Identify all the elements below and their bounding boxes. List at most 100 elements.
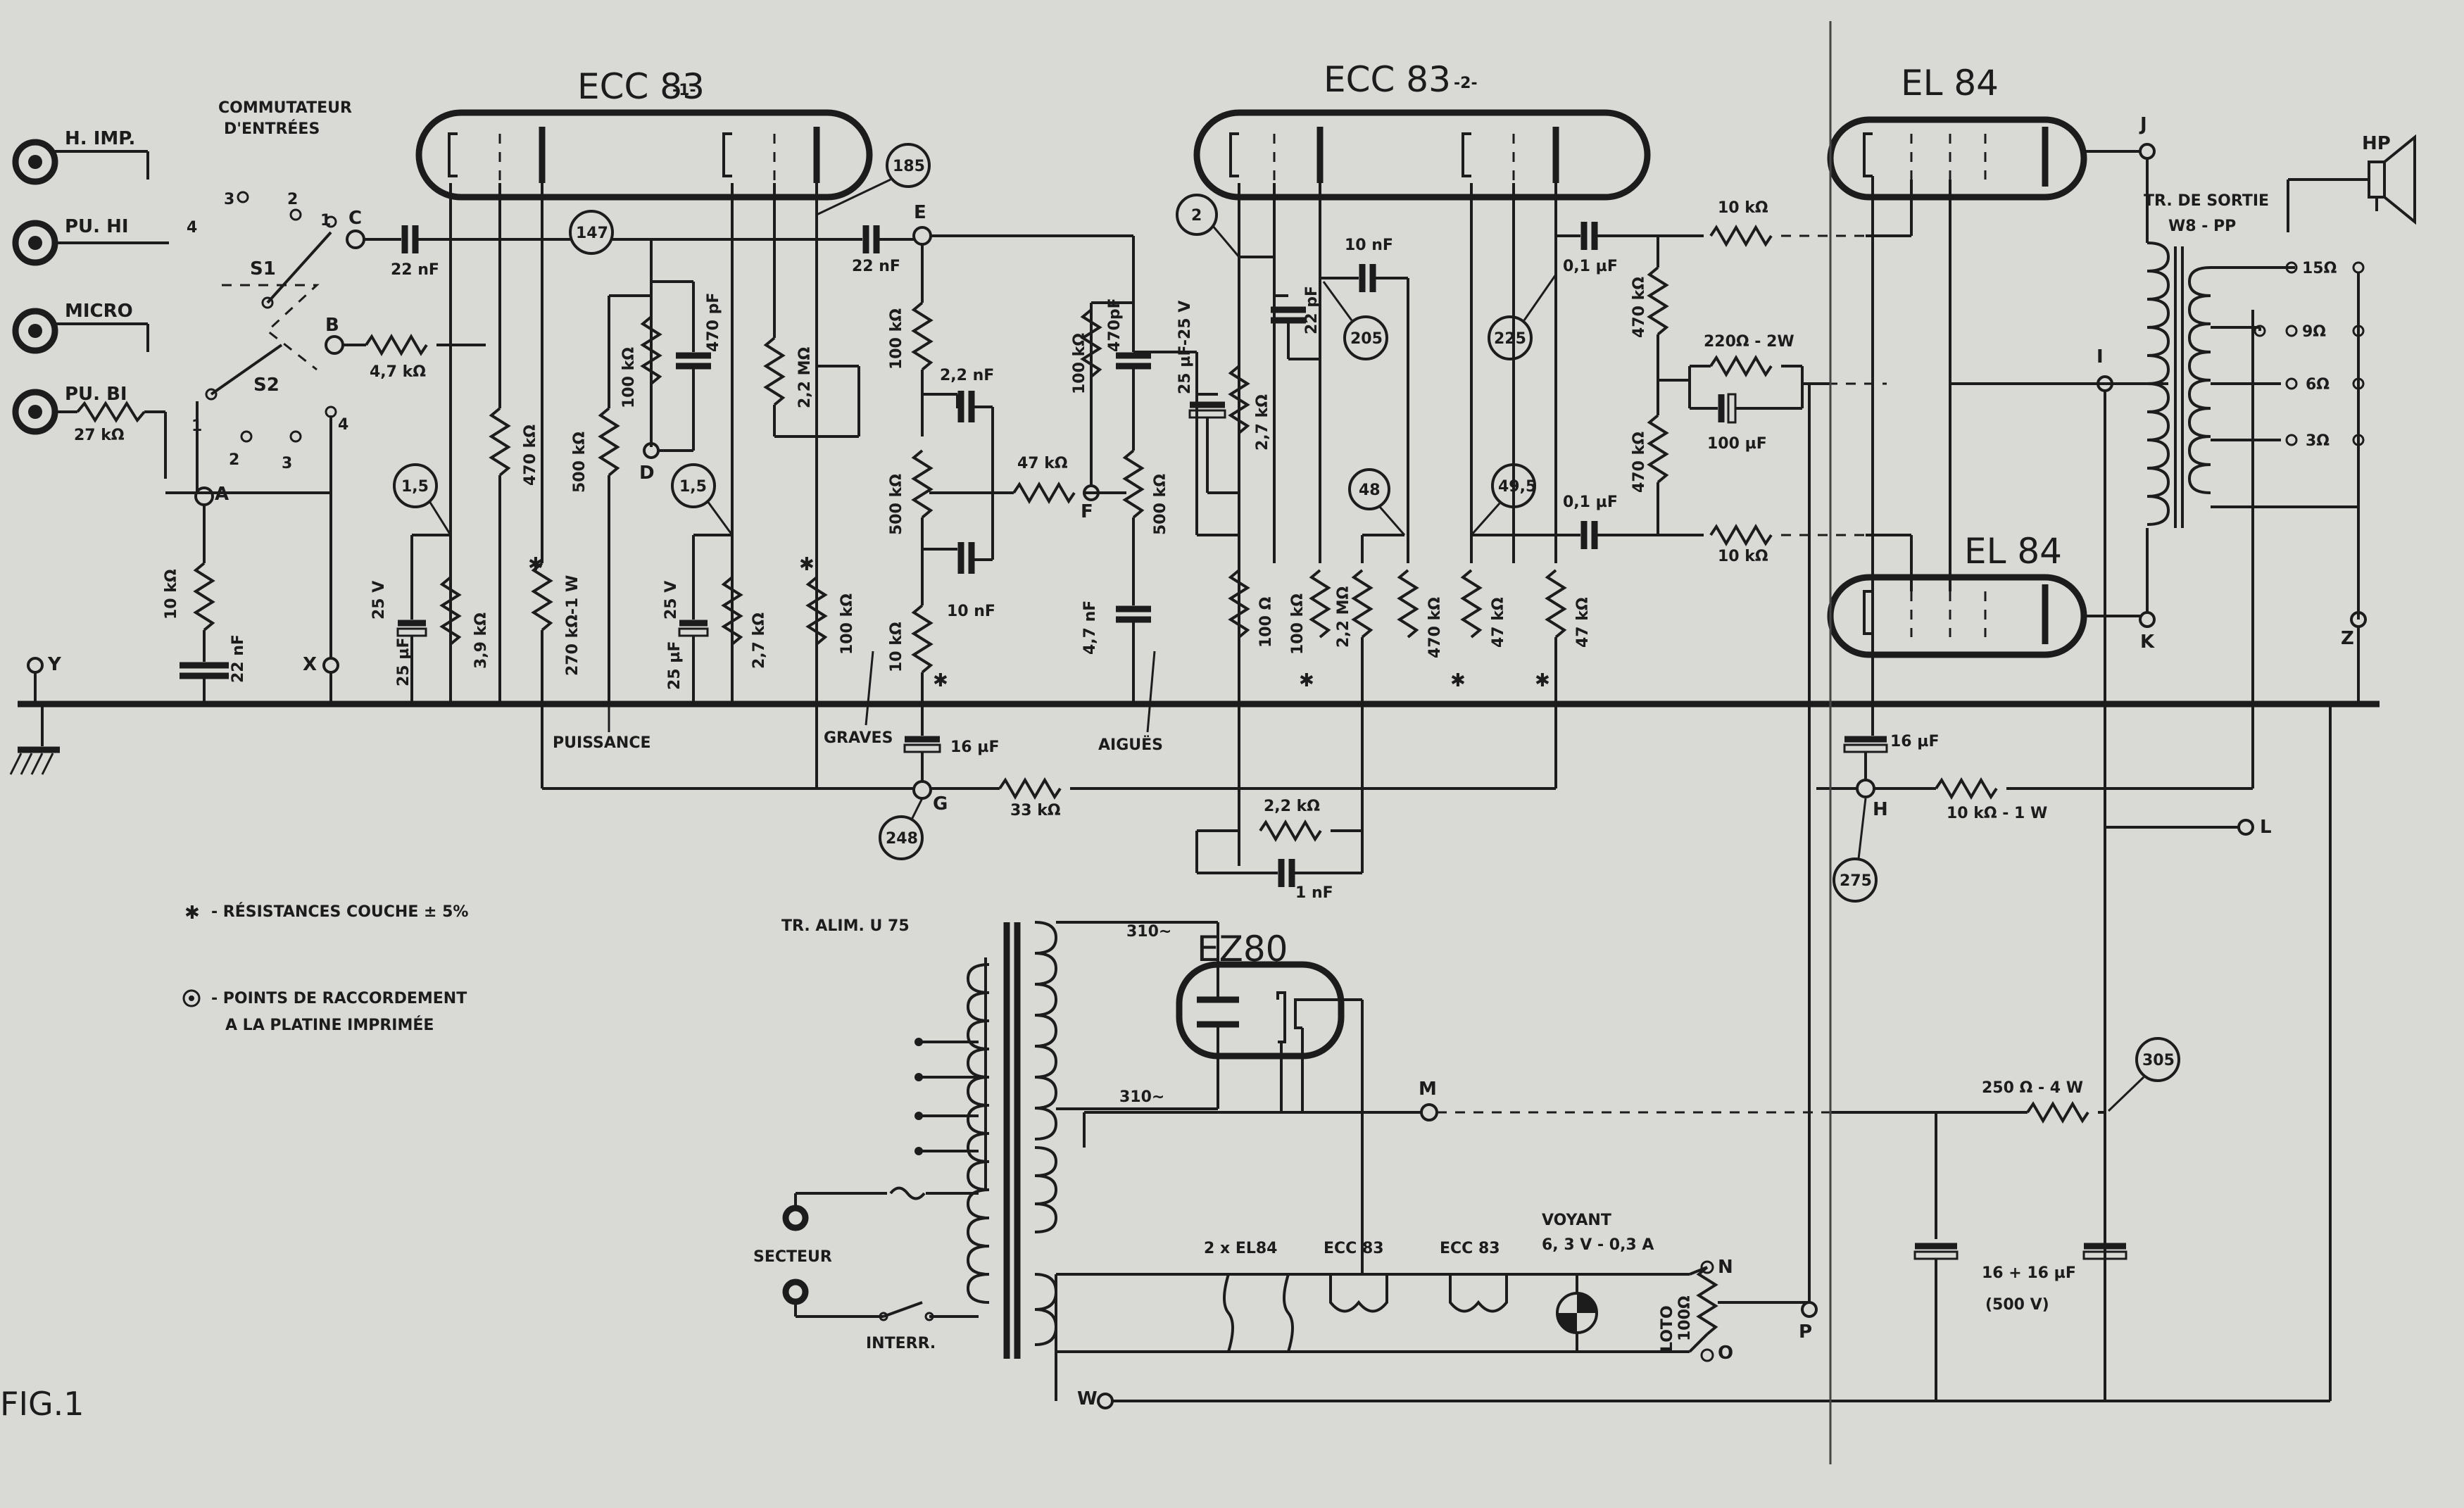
label-w8pp: W8 - PP [2168,218,2236,235]
ground-symbol [9,746,60,775]
point-p[interactable] [1801,1301,1818,1318]
value-r500k-b: 500 kΩ [888,474,905,535]
value-r10k-b: 10 kΩ [888,622,905,672]
switch-pos-1: 1 [320,212,331,230]
tube-el84-elements [1863,127,2049,644]
tap-3ohm: 3Ω [2306,432,2330,450]
label-commutateur: COMMUTATEUR [218,99,352,117]
value-c01uf-a: 0,1 µF [1563,258,1618,275]
label-micro: MICRO [65,301,133,322]
value-c16-16: 16 + 16 µF [1982,1264,2076,1282]
point-e-label: E [914,202,926,223]
label-hp: HP [2362,133,2391,154]
switch-pos-3b: 3 [282,455,292,472]
label-voyant-v: 6, 3 V - 0,3 A [1542,1236,1654,1254]
point-n-label: N [1718,1257,1733,1278]
tube-ez80-label: EZ80 [1197,929,1288,969]
label-pu-hi: PU. HI [65,216,129,237]
value-c16uf-b: 16 µF [1890,733,1940,750]
mains-terminal-b [782,1278,809,1305]
value-c100uf: 100 µF [1707,435,1767,453]
value-c470pf-b: 470pF [1106,298,1124,352]
value-r4k7: 4,7 kΩ [370,363,426,381]
point-m[interactable] [2237,819,2254,836]
value-r2k7-b: 2,7 kΩ [1254,394,1271,451]
star-marker-a: ✱ [528,554,543,575]
tube-ez80-elements [1197,991,1302,1043]
point-k[interactable] [2139,611,2156,628]
tube-ecc83-2-suffix: -2- [1454,75,1478,92]
point-g[interactable] [912,780,932,800]
value-c22nf-b: 22 nF [852,258,900,275]
value-c25uf-25v: 25 µF-25 V [1176,301,1194,394]
point-y[interactable] [27,657,44,674]
point-e[interactable] [912,226,932,246]
point-b[interactable] [325,335,344,355]
point-n[interactable] [1700,1260,1714,1274]
value-r2k7-a: 2,7 kΩ [750,612,768,669]
point-d-label: D [639,463,655,484]
value-v25-b: 25 V [662,581,680,620]
figure-label: FIG.1 [0,1385,84,1423]
voltage-selector-taps [914,1038,923,1155]
label-2xel84: 2 x EL84 [1204,1240,1277,1257]
label-interr: INTERR. [866,1335,936,1352]
voltage-49-5-label: 49,5 [1498,478,1536,496]
value-c22pf: 22 pF [1303,286,1321,334]
value-r470k-a: 470 kΩ [522,425,539,486]
value-r100-a: 100 Ω [1257,596,1275,648]
point-a-label: A [215,484,229,505]
value-c10nf-b: 10 nF [1345,237,1393,254]
speaker-icon [2287,134,2416,232]
power-switch-icon[interactable] [883,1301,923,1318]
point-o-label: O [1718,1343,1733,1364]
voltage-185-label: 185 [893,158,925,175]
switch-pos-1b: 1 [191,417,202,435]
star-marker-c: ✱ [933,670,948,691]
value-r500k-c: 500 kΩ [1152,474,1169,535]
point-p-label: P [1799,1321,1812,1343]
point-c[interactable] [346,230,365,249]
value-r10k-d: 10 kΩ [1718,548,1768,565]
voltage-275-label: 275 [1840,872,1872,890]
point-l[interactable] [1420,1103,1438,1121]
voltage-147-label: 147 [576,225,608,242]
label-voyant: VOYANT [1542,1212,1611,1229]
switch-pos-4: 4 [187,219,197,237]
point-a[interactable] [194,486,214,506]
point-y-label: Y [47,654,62,675]
point-w[interactable] [1097,1393,1114,1409]
tube-ecc83-2 [1193,109,1651,201]
voltage-48-label: 48 [1359,482,1381,499]
value-r100k-b: 100 kΩ [838,593,856,655]
star-marker-f: ✱ [1535,670,1550,691]
value-r47k-c: 47 kΩ [1574,597,1592,648]
tube-ecc83-2-label: ECC 83 [1324,59,1451,100]
tube-ecc83-1-label: ECC 83 [577,66,705,107]
point-h[interactable] [1856,779,1875,798]
star-marker-b: ✱ [799,554,815,575]
value-c2n2: 2,2 nF [940,367,994,384]
voltage-205-label: 205 [1350,330,1383,348]
point-o[interactable] [1700,1348,1714,1362]
star-marker-e: ✱ [1450,670,1466,691]
voltage-circle-248 [879,815,924,860]
value-v500: (500 V) [1985,1296,2049,1314]
label-puissance: PUISSANCE [553,734,651,752]
label-loto: LOTO [1659,1305,1676,1352]
point-h-label: H [1873,799,1888,820]
voltage-circle-275 [1833,857,1878,903]
value-v310-a: 310~ [1126,923,1171,941]
point-b-label: B [325,315,339,336]
point-x[interactable] [322,657,339,674]
value-c22nf-a: 22 nF [391,261,439,279]
value-r470k-c: 470 kΩ [1630,277,1648,338]
point-i-label: I [2097,346,2104,367]
heater-filaments [1223,1274,1508,1352]
point-j[interactable] [2139,143,2156,160]
legend-line2b: A LA PLATINE IMPRIMÉE [225,1016,434,1034]
value-r220: 220Ω - 2W [1704,333,1794,351]
label-tr-alim: TR. ALIM. U 75 [781,917,910,935]
tube-ecc83-1-suffix: -1- [672,82,696,99]
